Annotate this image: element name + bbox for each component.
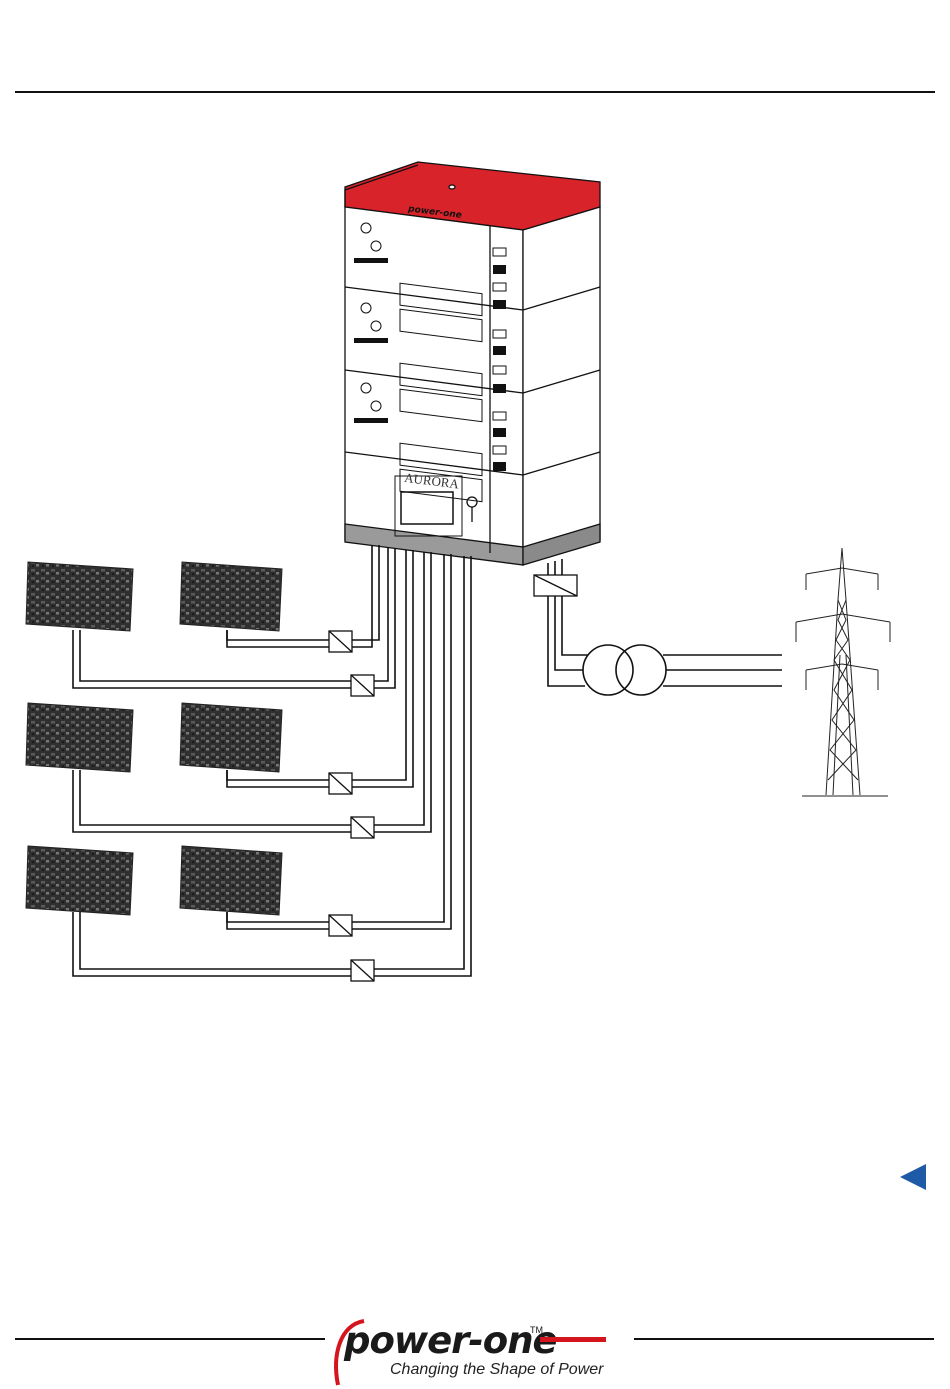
triangle-left-icon[interactable] (896, 1160, 930, 1194)
pv-panel (180, 562, 282, 631)
logo-red-bar (540, 1337, 606, 1342)
pv-panel-array (26, 562, 282, 915)
power-one-logo: power-one TM Changing the Shape of Power (330, 1315, 620, 1389)
inverter-cabinet (345, 162, 600, 565)
footer: power-one TM Changing the Shape of Power (0, 1315, 950, 1389)
logo-trademark: TM (530, 1325, 543, 1335)
transformer-icon (583, 645, 666, 695)
footer-rule-right (634, 1338, 934, 1340)
footer-rule-left (15, 1338, 325, 1340)
logo-wordmark: power-one (344, 1319, 557, 1362)
pv-panel (26, 846, 133, 915)
pv-panel (180, 846, 282, 915)
pv-panel (26, 703, 133, 772)
pv-panel (26, 562, 133, 631)
pv-panel (180, 703, 282, 772)
logo-tagline: Changing the Shape of Power (390, 1361, 603, 1379)
ac-disconnect-switch (534, 575, 577, 596)
power-pylon-icon (796, 548, 890, 796)
cabinet-side (523, 207, 600, 563)
